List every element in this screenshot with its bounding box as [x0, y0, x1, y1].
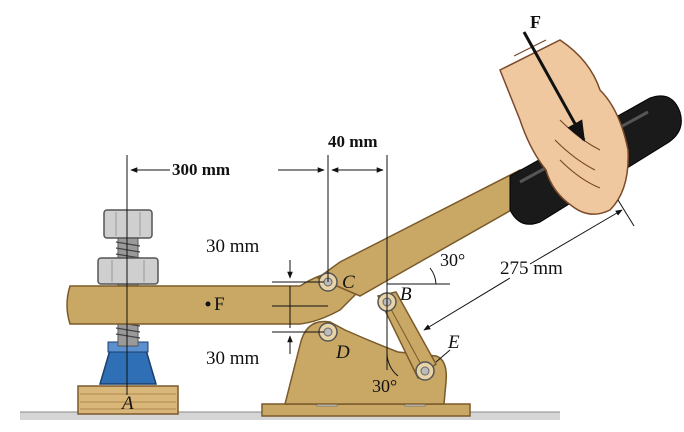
point-d-label: D [335, 342, 350, 363]
pin-e [415, 361, 435, 381]
dimension-300mm: 300 mm [172, 160, 230, 179]
pin-d [318, 322, 338, 342]
dimension-275mm: 275 mm [500, 258, 563, 279]
point-f-label: F [214, 294, 225, 315]
dimension-40mm: 40 mm [328, 132, 378, 151]
point-a-label: A [120, 393, 134, 414]
spindle-pad [98, 341, 158, 385]
point-b-label: B [400, 284, 412, 305]
clamp-support-body [284, 320, 448, 405]
point-c-label: C [342, 272, 355, 293]
force-label: F [530, 12, 541, 32]
dimension-lines [126, 155, 635, 395]
angle-handle-label: 30° [440, 250, 465, 270]
force-arrow [522, 31, 586, 142]
point-f-dot [205, 301, 211, 307]
workpiece-block-a [77, 385, 179, 415]
angle-link-label: 30° [372, 376, 397, 396]
hand [499, 39, 629, 215]
dimension-30mm-top: 30 mm [206, 236, 260, 257]
top-nut [103, 209, 153, 239]
point-e-label: E [447, 332, 460, 353]
dimension-30mm-bottom: 30 mm [206, 348, 260, 369]
lower-nut [97, 257, 159, 285]
